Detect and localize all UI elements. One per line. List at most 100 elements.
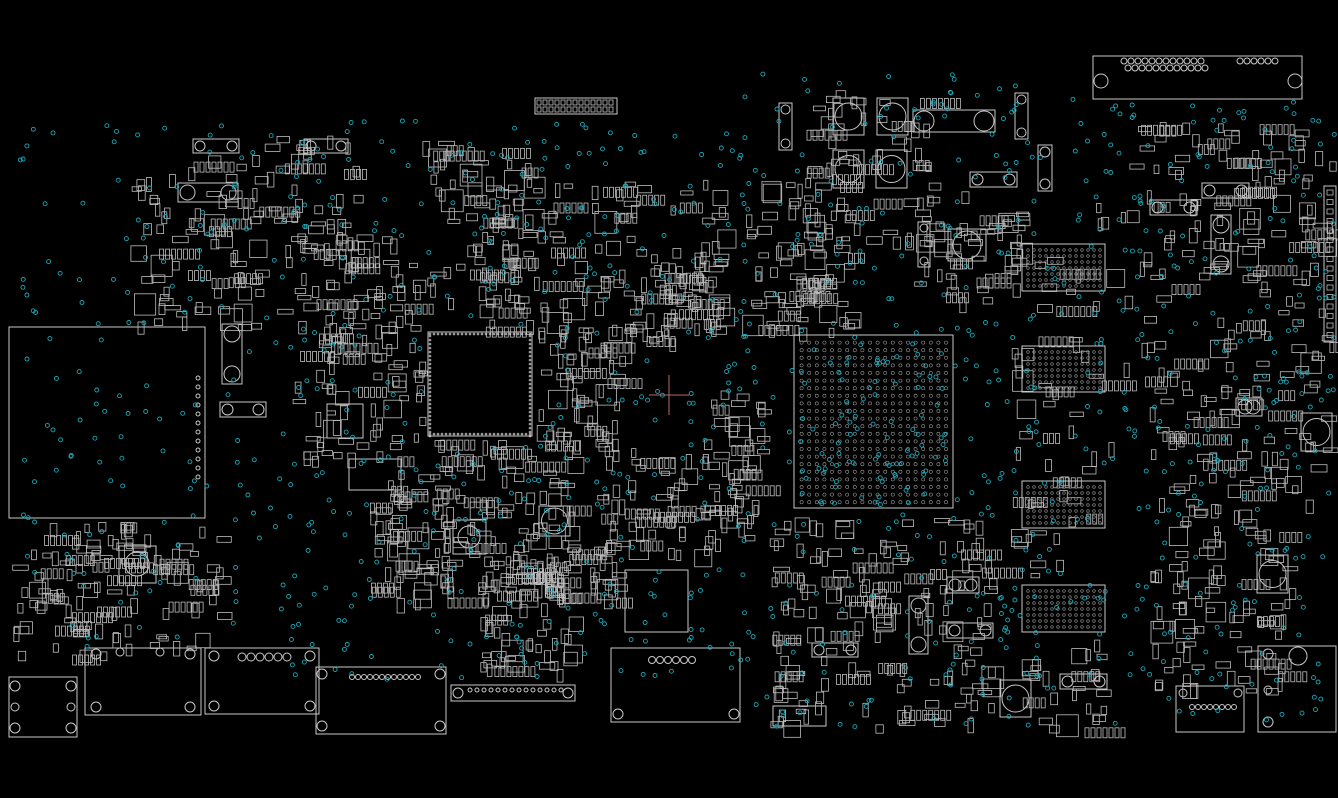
resistor-array-pad bbox=[469, 269, 475, 281]
via bbox=[1051, 685, 1057, 691]
smd-pad bbox=[592, 202, 599, 214]
via bbox=[368, 654, 374, 659]
connector-e-pin bbox=[516, 687, 522, 693]
smd-package bbox=[29, 581, 46, 599]
via bbox=[1268, 144, 1274, 150]
smd-pad bbox=[1152, 643, 1159, 660]
resistor-array-pad bbox=[302, 163, 308, 175]
via bbox=[601, 591, 607, 597]
via bbox=[77, 277, 82, 283]
via bbox=[836, 80, 842, 86]
smd-pad bbox=[934, 518, 951, 524]
via bbox=[877, 502, 883, 508]
via bbox=[864, 206, 870, 211]
via bbox=[1097, 226, 1103, 232]
via bbox=[1169, 461, 1175, 467]
gpu-bga-ball bbox=[799, 378, 804, 383]
gpu-bga-ball bbox=[845, 363, 850, 368]
smd-pad bbox=[1256, 360, 1270, 367]
connector-top-right-pin bbox=[1138, 64, 1146, 72]
smd-pad bbox=[1318, 308, 1326, 318]
gpu-bga-ball bbox=[890, 393, 895, 398]
memory-bga-1-ball bbox=[1044, 284, 1048, 288]
smd-pad bbox=[1203, 458, 1209, 471]
via bbox=[1033, 630, 1039, 636]
gpu-bga-ball bbox=[898, 447, 903, 451]
resistor-array-pad bbox=[1126, 380, 1131, 392]
smd-pad bbox=[382, 236, 393, 245]
smd-pad bbox=[1045, 459, 1052, 472]
smd-pad bbox=[1218, 149, 1228, 162]
smd-pad bbox=[813, 251, 827, 259]
resistor-array-pad bbox=[848, 252, 853, 264]
gpu-bga-ball bbox=[814, 454, 819, 459]
smd-pad bbox=[449, 179, 456, 190]
via bbox=[1310, 117, 1316, 123]
memory-bga-4-ball bbox=[1044, 595, 1048, 599]
smd-package bbox=[190, 218, 205, 232]
smd-pad bbox=[49, 594, 61, 602]
smd-pad bbox=[1242, 275, 1259, 284]
smd-pad bbox=[552, 236, 566, 244]
via bbox=[800, 468, 806, 474]
resistor-array-pad bbox=[1262, 265, 1268, 277]
via bbox=[989, 512, 995, 518]
smd-pad bbox=[1214, 260, 1229, 268]
via bbox=[638, 149, 644, 155]
connector-e-pin bbox=[488, 687, 494, 693]
memory-bga-4-ball bbox=[1074, 619, 1078, 623]
via bbox=[885, 359, 891, 365]
memory-bga-3-ball bbox=[1038, 503, 1042, 507]
via bbox=[951, 553, 957, 559]
resistor-array-pad bbox=[1076, 477, 1082, 489]
resistor-array-pad bbox=[1254, 320, 1260, 332]
via bbox=[816, 465, 822, 471]
resistor-array-pad bbox=[46, 568, 52, 580]
via bbox=[1327, 373, 1333, 379]
smd-pad bbox=[921, 216, 932, 222]
smd-pad bbox=[705, 318, 712, 333]
smd-pad bbox=[773, 566, 790, 573]
resistor-array-pad bbox=[985, 549, 990, 561]
memory-bga-2-ball bbox=[1044, 374, 1048, 378]
via bbox=[472, 231, 478, 237]
smd-pad bbox=[925, 161, 932, 173]
smd-pad bbox=[388, 523, 403, 530]
smd-pad bbox=[408, 262, 418, 268]
gpu-bga-ball bbox=[845, 439, 850, 444]
via bbox=[833, 484, 839, 490]
fuse-part-end bbox=[179, 184, 196, 201]
smd-pad bbox=[1247, 238, 1264, 244]
via bbox=[1129, 248, 1135, 254]
smd-pad bbox=[833, 570, 849, 579]
via bbox=[1027, 316, 1033, 322]
connector-top-right-pin bbox=[1180, 64, 1188, 72]
smd-pad bbox=[1182, 628, 1199, 634]
smd-pad bbox=[343, 310, 356, 319]
gpu-bga-ball bbox=[944, 431, 948, 436]
resistor-array-pad bbox=[665, 293, 671, 305]
via bbox=[678, 295, 684, 301]
smd-pad bbox=[494, 627, 501, 639]
via bbox=[652, 577, 658, 583]
smd-pad bbox=[1228, 329, 1235, 340]
smd-pad bbox=[782, 302, 798, 308]
ic-package bbox=[348, 458, 402, 491]
gpu-bga-ball bbox=[944, 454, 948, 459]
smd-pad bbox=[34, 572, 45, 581]
cpu-edge-pin bbox=[448, 332, 452, 336]
smd-pad bbox=[52, 643, 59, 653]
resistor-array-pad bbox=[1049, 433, 1054, 444]
via bbox=[1095, 595, 1101, 601]
gpu-bga-ball bbox=[822, 409, 827, 413]
memory-bga-4-outline bbox=[1021, 584, 1106, 633]
smd-pad bbox=[804, 195, 814, 202]
fuse-part bbox=[946, 622, 994, 639]
memory-bga-4-ball bbox=[1026, 589, 1030, 593]
gpu-bga-ball bbox=[852, 416, 857, 421]
gpu-bga-ball bbox=[936, 409, 941, 413]
via bbox=[1147, 671, 1153, 677]
resistor-array-pad bbox=[1223, 417, 1229, 429]
via bbox=[732, 361, 737, 367]
